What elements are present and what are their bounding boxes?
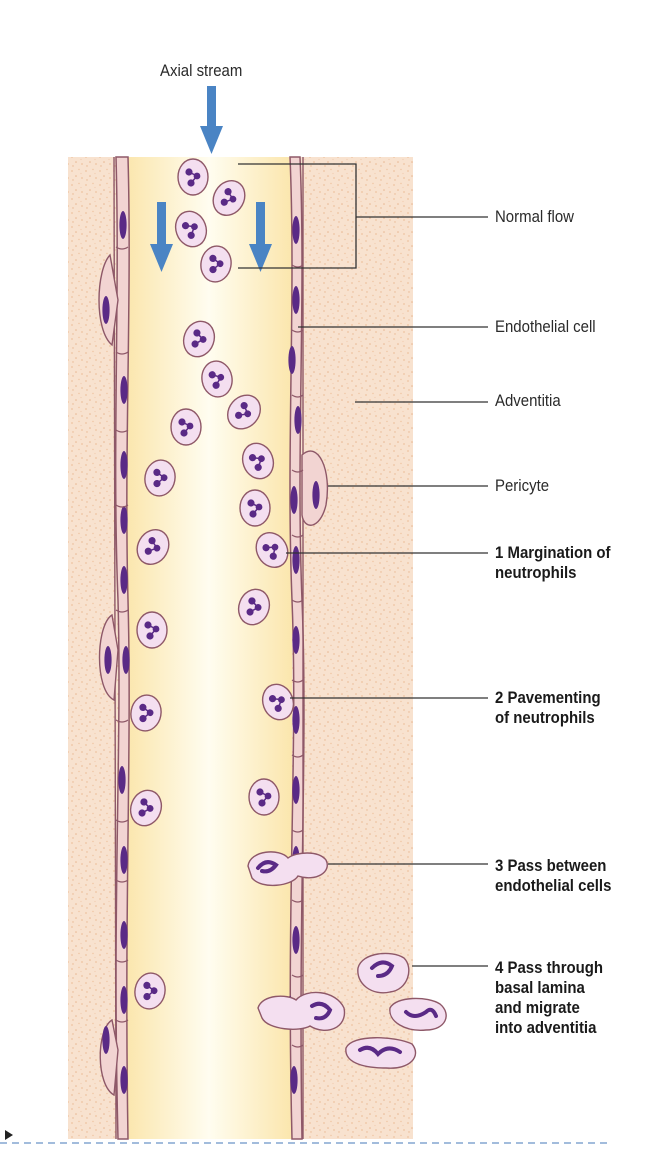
corner-triangle-icon bbox=[5, 1130, 13, 1140]
migrating-neutrophils bbox=[247, 851, 447, 1069]
flow-arrows bbox=[150, 86, 272, 272]
endothelial-nuclei bbox=[102, 211, 320, 1094]
cell-junction bbox=[115, 879, 129, 883]
neutrophil-cell bbox=[237, 588, 271, 626]
cell-junction bbox=[115, 719, 129, 723]
normal-flow-bracket bbox=[238, 163, 357, 269]
cell-junction bbox=[291, 394, 304, 398]
label-endothelial-cell: Endothelial cell bbox=[495, 317, 596, 336]
cell-junction bbox=[291, 534, 304, 538]
endothelial-nucleus bbox=[292, 776, 300, 804]
endothelial-nucleus bbox=[292, 286, 300, 314]
label-step1: 1 Margination of neutrophils bbox=[495, 543, 611, 582]
leader-lines bbox=[238, 163, 488, 967]
endothelial-nucleus bbox=[120, 506, 128, 534]
label-step2: 2 Pavementing of neutrophils bbox=[495, 688, 601, 727]
endothelial-nucleus bbox=[122, 646, 130, 674]
endothelial-nucleus bbox=[292, 546, 300, 574]
neutrophil-cell bbox=[136, 529, 170, 565]
endothelial-nucleus bbox=[120, 846, 128, 874]
cell-junction bbox=[115, 429, 129, 433]
endothelial-nucleus bbox=[102, 296, 110, 324]
cell-junction bbox=[291, 754, 304, 758]
neutrophil-cell bbox=[129, 789, 163, 827]
neutrophil-cell bbox=[177, 158, 209, 196]
label-adventitia: Adventitia bbox=[495, 391, 561, 410]
label-axial-stream: Axial stream bbox=[160, 61, 243, 80]
neutrophil-cell bbox=[174, 210, 208, 248]
endothelial-nucleus bbox=[118, 766, 126, 794]
cell-junction bbox=[291, 899, 304, 903]
neutrophil-cell bbox=[144, 459, 176, 497]
cell-junction bbox=[115, 819, 129, 823]
neutrophil-cell bbox=[241, 442, 275, 480]
endothelial-nucleus bbox=[288, 346, 296, 374]
neutrophil-cell bbox=[226, 394, 262, 430]
endothelial-nucleus bbox=[104, 646, 112, 674]
label-step4: 4 Pass through basal lamina and migrate … bbox=[495, 958, 604, 1037]
endothelial-nucleus bbox=[120, 1066, 128, 1094]
neutrophil-through-lamina bbox=[257, 991, 346, 1031]
cell-junction bbox=[115, 609, 129, 613]
neutrophil-cell bbox=[255, 532, 289, 568]
neutrophil-cell bbox=[248, 778, 280, 816]
neutrophil-cell bbox=[200, 245, 232, 283]
cell-junction bbox=[115, 1019, 129, 1023]
endothelial-nucleus bbox=[120, 451, 128, 479]
cell-junction bbox=[291, 1044, 304, 1048]
endothelial-nucleus bbox=[312, 481, 320, 509]
label-pericyte: Pericyte bbox=[495, 476, 550, 495]
endothelial-nucleus bbox=[290, 1066, 298, 1094]
endothelial-nucleus bbox=[292, 216, 300, 244]
left-flow-arrow bbox=[150, 202, 173, 272]
label-step3: 3 Pass between endothelial cells bbox=[495, 856, 612, 895]
neutrophil-cell bbox=[201, 360, 233, 398]
axial-stream-arrow bbox=[200, 86, 223, 154]
cell-junction bbox=[291, 599, 304, 603]
cell-junction bbox=[115, 246, 129, 250]
cell-junction bbox=[291, 469, 304, 473]
label-normal-flow: Normal flow bbox=[495, 207, 574, 226]
endothelial-nucleus bbox=[120, 921, 128, 949]
right-flow-arrow bbox=[249, 202, 272, 272]
cell-junction bbox=[115, 504, 129, 508]
cell-junction bbox=[291, 829, 304, 833]
neutrophils bbox=[129, 158, 295, 1010]
neutrophil-cell bbox=[239, 489, 271, 527]
neutrophil-cell bbox=[261, 683, 295, 721]
endothelial-nucleus bbox=[120, 376, 128, 404]
cell-junction bbox=[115, 351, 129, 355]
neutrophil-cell bbox=[182, 320, 216, 358]
neutrophil-cell bbox=[134, 972, 166, 1010]
neutrophil-cell bbox=[212, 180, 246, 216]
endothelial-nucleus bbox=[119, 211, 127, 239]
cell-junction bbox=[291, 329, 304, 333]
neutrophil-cell bbox=[136, 611, 168, 649]
endothelial-nucleus bbox=[120, 986, 128, 1014]
endothelial-nucleus bbox=[294, 406, 302, 434]
endothelial-nucleus bbox=[292, 706, 300, 734]
neutrophil-cell bbox=[130, 694, 162, 732]
endothelial-nucleus bbox=[292, 626, 300, 654]
endothelial-nucleus bbox=[290, 486, 298, 514]
cell-junction bbox=[291, 974, 304, 978]
neutrophil-cell bbox=[170, 408, 202, 446]
endothelial-nucleus bbox=[102, 1026, 110, 1054]
endothelial-nucleus bbox=[292, 926, 300, 954]
cell-junction bbox=[115, 959, 129, 963]
cell-junction bbox=[291, 264, 304, 268]
cell-junction bbox=[291, 679, 304, 683]
endothelial-nucleus bbox=[120, 566, 128, 594]
